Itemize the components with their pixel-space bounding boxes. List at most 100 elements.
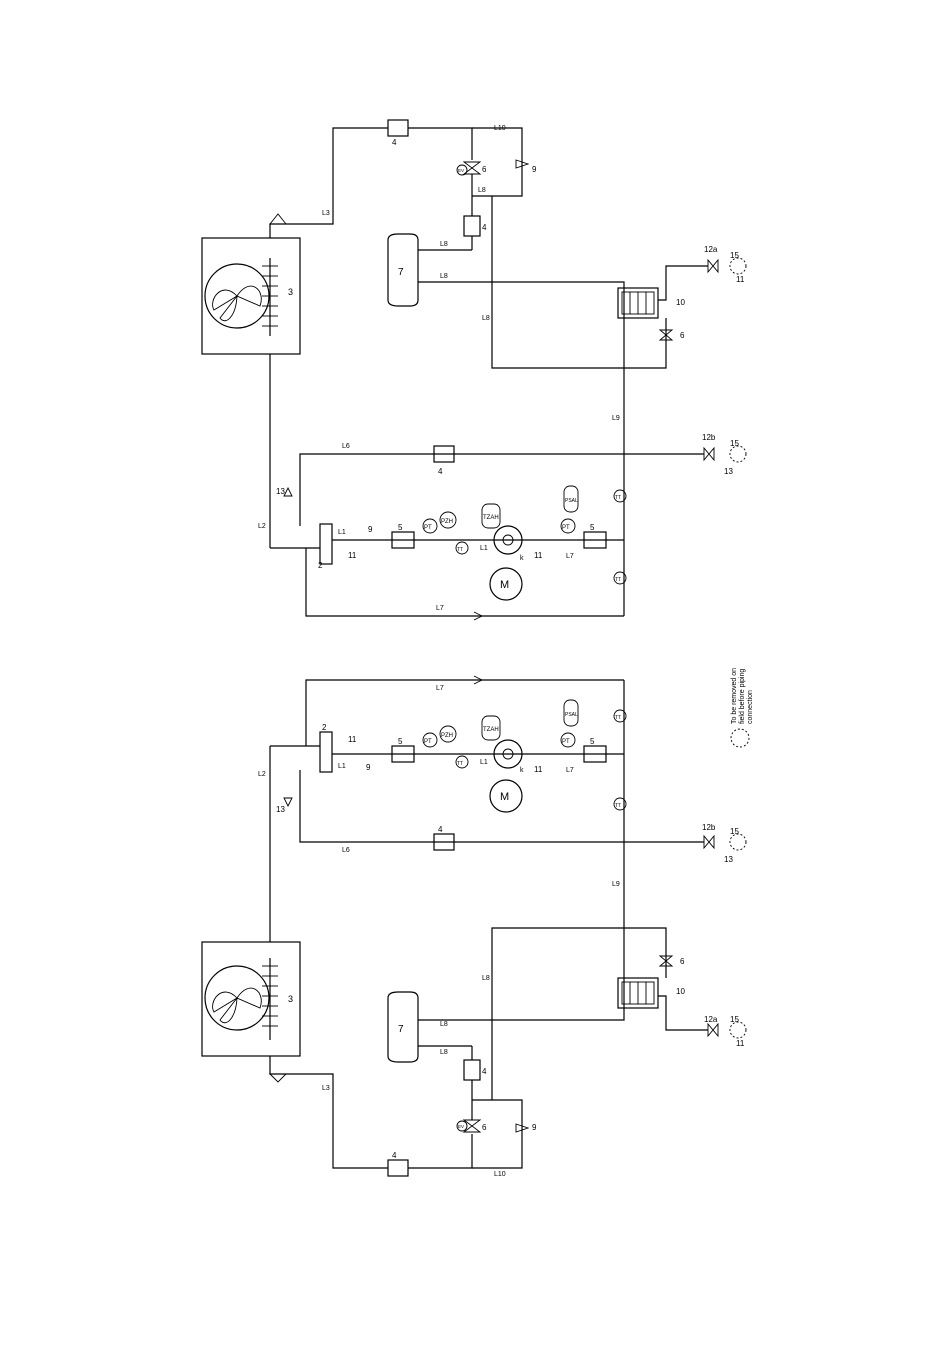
svg-text:10: 10: [676, 298, 685, 307]
filter-top-3: 4: [433, 445, 455, 476]
svg-text:L7: L7: [436, 685, 444, 692]
svg-text:L7: L7: [566, 767, 574, 774]
svg-text:L8: L8: [482, 315, 490, 322]
motor-icon: [489, 779, 523, 813]
svg-text:EV: EV: [458, 168, 464, 173]
svg-text:12a: 12a: [704, 1015, 718, 1024]
svg-text:15: 15: [730, 439, 739, 448]
svg-text:L1: L1: [480, 545, 488, 552]
sight-glass-top-2: 5: [583, 523, 607, 549]
svg-text:PT: PT: [562, 525, 570, 531]
svg-text:k: k: [520, 767, 524, 774]
svg-text:PSAL: PSAL: [565, 712, 578, 718]
svg-text:5: 5: [398, 523, 403, 532]
svg-text:L6: L6: [342, 443, 350, 450]
legend-text-1: To be removed on: [731, 668, 738, 724]
svg-text:13: 13: [724, 467, 733, 476]
instrument-TZAH-bottom: TZAH: [481, 715, 501, 741]
svg-text:L8: L8: [440, 1021, 448, 1028]
svg-text:L6: L6: [342, 847, 350, 854]
condenser-unit-bottom: 3: [201, 941, 301, 1057]
instrument-PT-bottom-2: PT: [560, 732, 576, 748]
svg-text:PT: PT: [424, 525, 432, 531]
instrument-PT-top-2: PT: [560, 518, 576, 534]
svg-text:k: k: [520, 555, 524, 562]
svg-text:L8: L8: [440, 241, 448, 248]
svg-text:PZH: PZH: [441, 519, 453, 525]
svg-text:L8: L8: [478, 187, 486, 194]
instrument-TT-bottom-1: TT: [455, 755, 469, 769]
svg-text:TT: TT: [615, 715, 621, 721]
svg-text:15: 15: [730, 251, 739, 260]
svg-text:TT: TT: [615, 495, 621, 501]
svg-text:9: 9: [532, 1123, 537, 1132]
svg-text:L7: L7: [566, 553, 574, 560]
svg-text:2: 2: [322, 723, 327, 732]
svg-text:3: 3: [288, 994, 293, 1004]
svg-text:11: 11: [348, 551, 357, 560]
svg-text:11: 11: [534, 551, 543, 560]
receiver-bottom: 7: [387, 991, 419, 1063]
svg-text:TT: TT: [457, 547, 463, 553]
condenser-unit-top: 3: [201, 237, 301, 355]
legend-text-3: connection: [747, 690, 754, 724]
svg-text:L8: L8: [482, 975, 490, 982]
svg-text:L3: L3: [322, 1085, 330, 1092]
sight-glass-bottom-2: 5: [583, 737, 607, 763]
svg-text:6: 6: [482, 1123, 487, 1132]
instrument-PZH-top: PZH: [439, 511, 457, 529]
circuit-top: 3 L3 4 L10 EV 6 9 L8 4 L8: [201, 119, 747, 621]
svg-text:13: 13: [276, 805, 285, 814]
svg-text:PSAL: PSAL: [565, 498, 578, 504]
svg-text:TT: TT: [615, 803, 621, 809]
svg-text:11: 11: [348, 735, 357, 744]
svg-text:TT: TT: [457, 761, 463, 767]
svg-text:L8: L8: [440, 273, 448, 280]
instrument-TT-bottom-2: TT: [613, 709, 627, 723]
svg-text:11: 11: [736, 275, 745, 284]
svg-text:5: 5: [590, 523, 595, 532]
fan-icon: [204, 965, 270, 1031]
svg-text:15: 15: [730, 1015, 739, 1024]
svg-text:9: 9: [366, 763, 371, 772]
svg-text:11: 11: [534, 765, 543, 774]
svg-text:13: 13: [276, 487, 285, 496]
instrument-PT-top: PT: [422, 518, 438, 534]
legend: To be removed on field before piping con…: [730, 668, 754, 748]
svg-text:9: 9: [368, 525, 373, 534]
svg-text:L7: L7: [436, 605, 444, 612]
svg-text:4: 4: [482, 1067, 487, 1076]
svg-text:EV: EV: [458, 1124, 464, 1129]
svg-text:4: 4: [482, 223, 487, 232]
condenser-label: 3: [288, 287, 293, 297]
svg-text:2: 2: [318, 561, 323, 570]
receiver-top: 7: [387, 233, 419, 307]
solenoid-top-1: EV 6: [456, 161, 487, 176]
legend-text-2: field before piping: [739, 669, 746, 724]
compressor-bottom: M k: [489, 739, 524, 813]
oil-separator-bottom: 2: [319, 723, 333, 773]
sight-glass-top-1: 5: [391, 523, 415, 549]
svg-text:L10: L10: [494, 1171, 506, 1178]
instrument-TZAH-top: TZAH: [481, 503, 501, 529]
svg-text:L9: L9: [612, 881, 620, 888]
instrument-TT-top-2: TT: [613, 489, 627, 503]
legend-cap-icon: [730, 728, 750, 748]
svg-text:L9: L9: [612, 415, 620, 422]
oil-separator-top: 2: [318, 523, 333, 570]
svg-text:TZAH: TZAH: [483, 515, 499, 521]
heat-exchanger-top: 10: [617, 287, 685, 319]
filter-bottom-1: 4: [387, 1151, 409, 1177]
svg-text:5: 5: [590, 737, 595, 746]
svg-text:L1: L1: [338, 529, 346, 536]
svg-text:5: 5: [398, 737, 403, 746]
compressor-top: M k: [489, 525, 524, 601]
svg-text:PT: PT: [562, 739, 570, 745]
svg-text:M: M: [500, 579, 509, 591]
svg-text:6: 6: [680, 957, 685, 966]
filter-bottom-3: 4: [433, 825, 455, 851]
svg-text:11: 11: [736, 1039, 745, 1048]
svg-text:PZH: PZH: [441, 733, 453, 739]
svg-text:7: 7: [398, 1024, 404, 1035]
